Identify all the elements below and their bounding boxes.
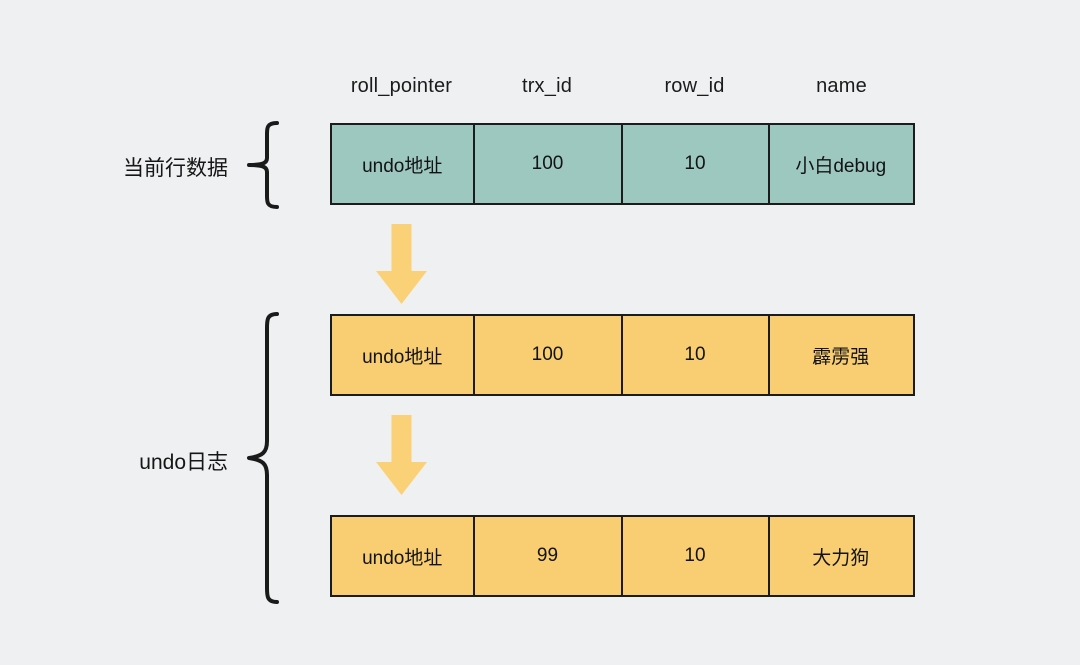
group-label-current-row: 当前行数据 — [123, 157, 228, 180]
cell-roll-pointer: undo地址 — [362, 547, 443, 569]
column-header-row-id: row_id — [664, 74, 725, 97]
column-header-row: roll_pointer trx_id row_id name — [330, 68, 915, 104]
left-curly-brace-current-row — [243, 120, 283, 210]
cell-name: 小白debug — [767, 125, 913, 203]
column-header-name: name — [816, 74, 867, 97]
down-arrow-icon — [376, 415, 427, 495]
cell-trx-id: 100 — [472, 125, 621, 203]
table-row: undo地址 100 10 小白debug — [330, 123, 915, 205]
cell-trx-id: 99 — [472, 517, 621, 595]
cell-name: 大力狗 — [767, 517, 913, 595]
column-header-trx-id: trx_id — [521, 74, 573, 97]
table-row: undo地址 99 10 大力狗 — [330, 515, 915, 597]
left-curly-brace-undo-log — [243, 310, 283, 606]
cell-row-id: 10 — [620, 125, 768, 203]
cell-trx-id: 100 — [472, 316, 621, 394]
cell-row-id: 10 — [620, 316, 768, 394]
table-row: undo地址 100 10 霹雳强 — [330, 314, 915, 396]
column-header-roll-pointer: roll_pointer — [350, 74, 453, 97]
cell-roll-pointer: undo地址 — [362, 155, 443, 177]
down-arrow-icon — [376, 224, 427, 304]
cell-name: 霹雳强 — [767, 316, 913, 394]
group-label-undo-log: undo日志 — [139, 451, 228, 474]
cell-row-id: 10 — [620, 517, 768, 595]
cell-roll-pointer: undo地址 — [362, 346, 443, 368]
